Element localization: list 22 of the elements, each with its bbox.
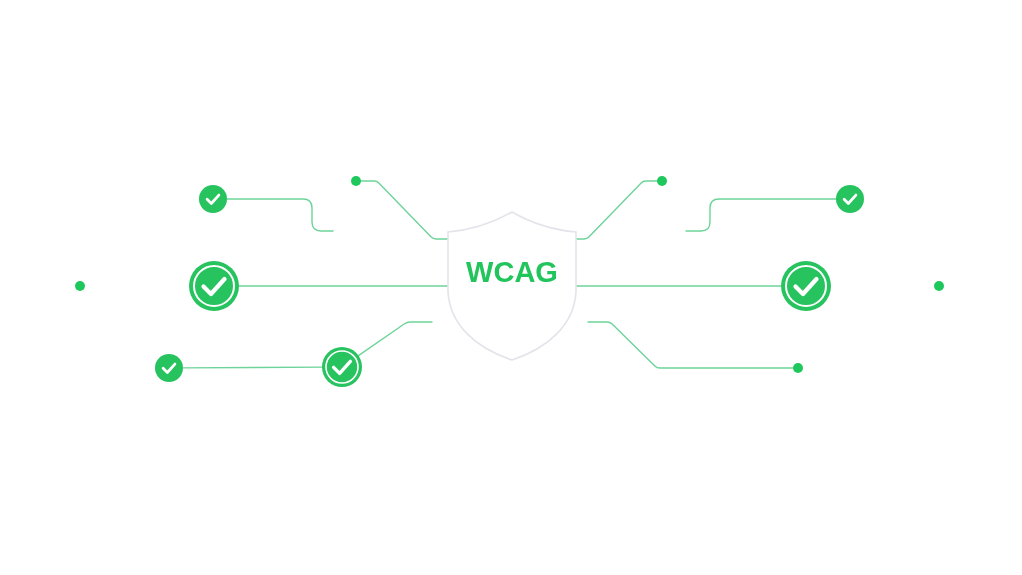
- shield: [446, 210, 578, 362]
- check-circle-icon: [155, 354, 183, 382]
- connector-line: [357, 321, 433, 357]
- connector-line: [587, 321, 794, 369]
- check-circle-icon: [836, 185, 864, 213]
- connector-line: [226, 198, 334, 232]
- connector-line: [575, 180, 658, 240]
- connector-line: [238, 285, 449, 287]
- check-circle-icon: [322, 347, 362, 387]
- connector-line: [575, 285, 782, 287]
- connector-line: [685, 198, 837, 232]
- dot-icon: [75, 281, 85, 291]
- check-circle-icon: [189, 261, 239, 311]
- check-circle-icon: [199, 185, 227, 213]
- dot-icon: [793, 363, 803, 373]
- connector-line: [360, 180, 449, 240]
- dot-icon: [351, 176, 361, 186]
- dot-icon: [657, 176, 667, 186]
- acronym-label: WCAG: [466, 257, 558, 289]
- check-circle-icon: [781, 261, 831, 311]
- connector-line: [182, 366, 323, 369]
- dot-icon: [934, 281, 944, 291]
